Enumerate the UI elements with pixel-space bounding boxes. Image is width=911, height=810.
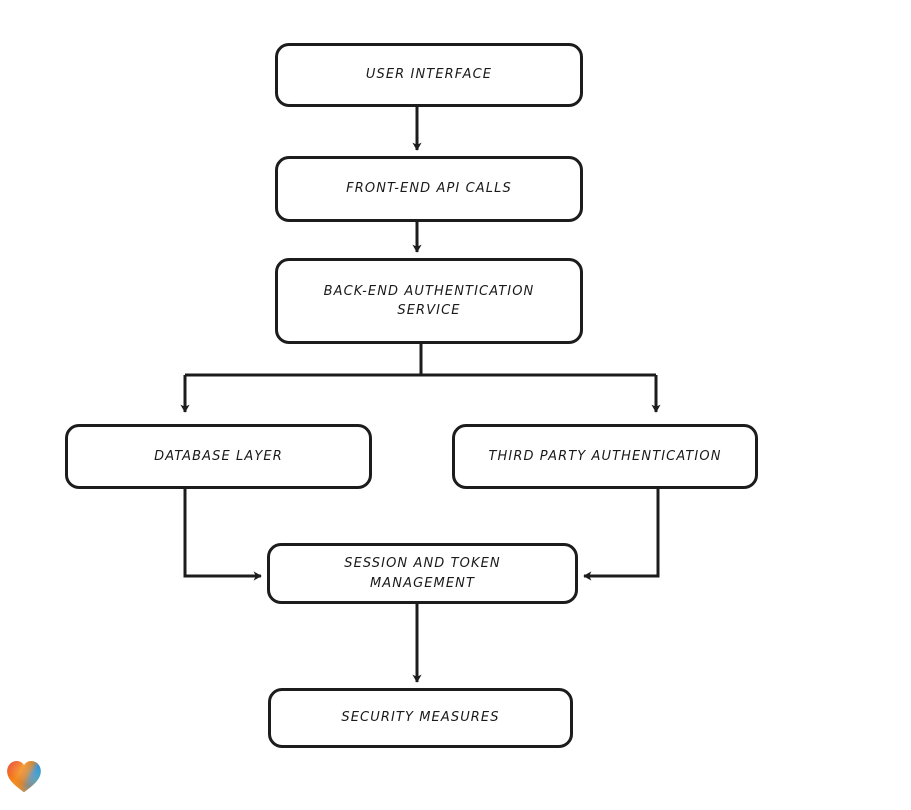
node-session-and-token-management-label: Session and Token Management xyxy=(344,556,501,591)
node-backend-authentication-service-label: Back-End Authentication Service xyxy=(323,283,535,319)
node-database-layer-label: Database Layer xyxy=(154,448,283,464)
node-user-interface-label: User Interface xyxy=(365,67,493,83)
node-session-and-token-management[interactable]: Session and Token Management xyxy=(267,543,578,604)
node-security-measures-label: Security Measures xyxy=(341,710,500,726)
node-frontend-api-calls-label: Front-End API Calls xyxy=(346,181,512,197)
node-database-layer[interactable]: Database Layer xyxy=(65,424,372,489)
node-third-party-authentication[interactable]: Third Party Authentication xyxy=(452,424,758,489)
node-third-party-authentication-label: Third Party Authentication xyxy=(488,448,722,464)
node-security-measures[interactable]: Security Measures xyxy=(268,688,573,748)
edge-third-party-auth-to-session-token xyxy=(583,489,660,581)
heart-icon xyxy=(7,761,41,793)
node-frontend-api-calls[interactable]: Front-End API Calls xyxy=(275,156,583,222)
edge-database-layer-to-session-token xyxy=(183,489,262,581)
node-user-interface[interactable]: User Interface xyxy=(275,43,583,107)
node-backend-authentication-service[interactable]: Back-End Authentication Service xyxy=(275,258,583,344)
